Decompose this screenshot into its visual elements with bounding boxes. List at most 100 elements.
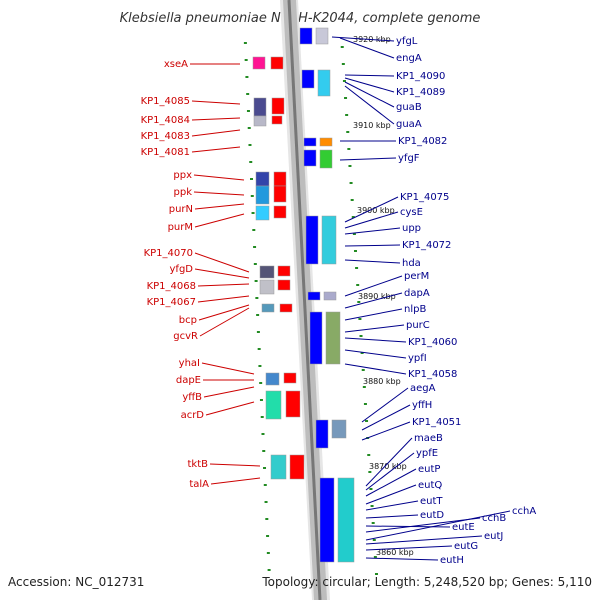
tick-mark	[263, 484, 267, 486]
gene-label-reverse[interactable]: KP1_4082	[398, 136, 447, 147]
map-title: Klebsiella pneumoniae NTUH-K2044, comple…	[120, 11, 481, 26]
gene-label-reverse[interactable]: eutT	[420, 496, 443, 507]
gene-label-forward[interactable]: gcvR	[173, 331, 198, 342]
gene-label-forward[interactable]: tktB	[188, 459, 209, 470]
gene-label-reverse[interactable]: eutH	[440, 555, 464, 566]
genome-summary-text: Topology: circular; Length: 5,248,520 bp…	[261, 575, 592, 589]
gene-label-reverse[interactable]: eutJ	[484, 531, 503, 542]
kbp-mark: 3880 kbp	[363, 377, 401, 386]
gene-block-forward	[255, 171, 270, 187]
gene-label-forward[interactable]: acrD	[181, 410, 205, 421]
tick-mark	[349, 182, 353, 184]
gene-label-reverse[interactable]: cchA	[512, 506, 536, 517]
tick-mark	[247, 127, 251, 129]
tick-mark	[351, 216, 355, 218]
gene-label-reverse[interactable]: maeB	[414, 433, 443, 444]
tick-mark	[346, 131, 350, 133]
gene-block-reverse	[337, 477, 355, 563]
reverse-gene-track	[299, 27, 355, 563]
gene-label-reverse[interactable]: KP1_4089	[396, 87, 445, 98]
gene-label-forward[interactable]: KP1_4070	[144, 248, 193, 259]
gene-label-reverse[interactable]: KP1_4072	[402, 240, 451, 251]
tick-mark	[265, 518, 269, 520]
gene-label-reverse[interactable]: purC	[406, 320, 430, 331]
tick-mark	[258, 365, 262, 367]
tick-mark	[262, 450, 266, 452]
position-ticks	[243, 42, 378, 575]
tick-mark	[252, 229, 256, 231]
tick-mark	[263, 467, 267, 469]
gene-label-reverse[interactable]: eutG	[454, 541, 478, 552]
tick-mark	[253, 263, 257, 265]
gene-label-forward[interactable]: ppx	[173, 170, 192, 181]
gene-label-reverse[interactable]: upp	[402, 223, 421, 234]
gene-block-forward	[253, 97, 267, 117]
gene-label-reverse[interactable]: eutE	[452, 522, 475, 533]
gene-label-reverse[interactable]: hda	[402, 258, 421, 269]
gene-block-forward	[259, 265, 275, 279]
gene-label-forward[interactable]: KP1_4067	[147, 297, 196, 308]
gene-label-reverse[interactable]: guaA	[396, 119, 422, 130]
gene-label-forward[interactable]: yfgD	[170, 264, 194, 275]
gene-label-reverse[interactable]: eutP	[418, 464, 440, 475]
gene-label-forward[interactable]: talA	[189, 479, 209, 490]
tick-mark	[257, 348, 261, 350]
reverse-gene-labels: yfgL engA KP1_4090 KP1_4089 guaB guaA KP…	[396, 36, 536, 566]
tick-mark	[348, 165, 352, 167]
gene-label-reverse[interactable]: KP1_4058	[408, 369, 457, 380]
gene-label-reverse[interactable]: engA	[396, 53, 422, 64]
tick-mark	[360, 352, 364, 354]
tick-mark	[353, 250, 357, 252]
gene-label-reverse[interactable]: KP1_4051	[412, 417, 461, 428]
tick-mark	[359, 335, 363, 337]
gene-label-reverse[interactable]: ypfE	[416, 448, 438, 459]
gene-label-forward[interactable]: xseA	[164, 59, 188, 70]
gene-label-reverse[interactable]: guaB	[396, 102, 422, 113]
tick-mark	[264, 501, 268, 503]
gene-label-forward[interactable]: ppk	[174, 187, 193, 198]
tick-mark	[341, 63, 345, 65]
gene-block-forward	[255, 185, 270, 205]
gene-label-forward[interactable]: yhaI	[179, 358, 200, 369]
gene-label-forward[interactable]: KP1_4084	[141, 115, 190, 126]
gene-block-forward	[271, 97, 285, 115]
gene-label-reverse[interactable]: nlpB	[404, 304, 426, 315]
gene-block-forward	[270, 454, 287, 480]
gene-label-reverse[interactable]: yfgL	[396, 36, 418, 47]
tick-mark	[266, 552, 270, 554]
tick-mark	[243, 42, 247, 44]
gene-label-forward[interactable]: KP1_4068	[147, 281, 196, 292]
gene-block-reverse	[319, 149, 333, 169]
kbp-mark: 3870 kbp	[369, 462, 407, 471]
gene-label-reverse[interactable]: dapA	[404, 288, 430, 299]
gene-label-forward[interactable]: purM	[168, 222, 193, 233]
tick-mark	[347, 148, 351, 150]
tick-mark	[244, 59, 248, 61]
gene-label-forward[interactable]: KP1_4083	[141, 131, 190, 142]
gene-label-reverse[interactable]: aegA	[410, 383, 436, 394]
gene-label-reverse[interactable]: KP1_4060	[408, 337, 457, 348]
gene-label-reverse[interactable]: eutD	[420, 510, 444, 521]
gene-block-reverse	[325, 311, 341, 365]
gene-label-reverse[interactable]: cysE	[400, 207, 423, 218]
kbp-mark: 3860 kbp	[376, 548, 414, 557]
gene-label-reverse[interactable]: perM	[404, 271, 429, 282]
gene-label-forward[interactable]: KP1_4081	[141, 147, 190, 158]
gene-label-reverse[interactable]: ypfI	[408, 353, 427, 364]
gene-label-reverse[interactable]: KP1_4090	[396, 71, 445, 82]
gene-label-forward[interactable]: bcp	[179, 315, 197, 326]
gene-label-reverse[interactable]: yfgF	[398, 153, 420, 164]
gene-label-forward[interactable]: yffB	[182, 392, 202, 403]
gene-label-reverse[interactable]: cchB	[482, 513, 506, 524]
tick-mark	[350, 199, 354, 201]
gene-label-reverse[interactable]: KP1_4075	[400, 192, 449, 203]
gene-block-reverse	[321, 215, 337, 265]
gene-label-forward[interactable]: dapE	[176, 375, 201, 386]
gene-label-reverse[interactable]: eutQ	[418, 480, 442, 491]
gene-block-forward	[255, 205, 270, 221]
gene-label-forward[interactable]: purN	[169, 204, 193, 215]
tick-mark	[246, 110, 250, 112]
tick-mark	[253, 246, 257, 248]
gene-label-reverse[interactable]: yffH	[412, 400, 432, 411]
gene-label-forward[interactable]: KP1_4085	[141, 96, 190, 107]
